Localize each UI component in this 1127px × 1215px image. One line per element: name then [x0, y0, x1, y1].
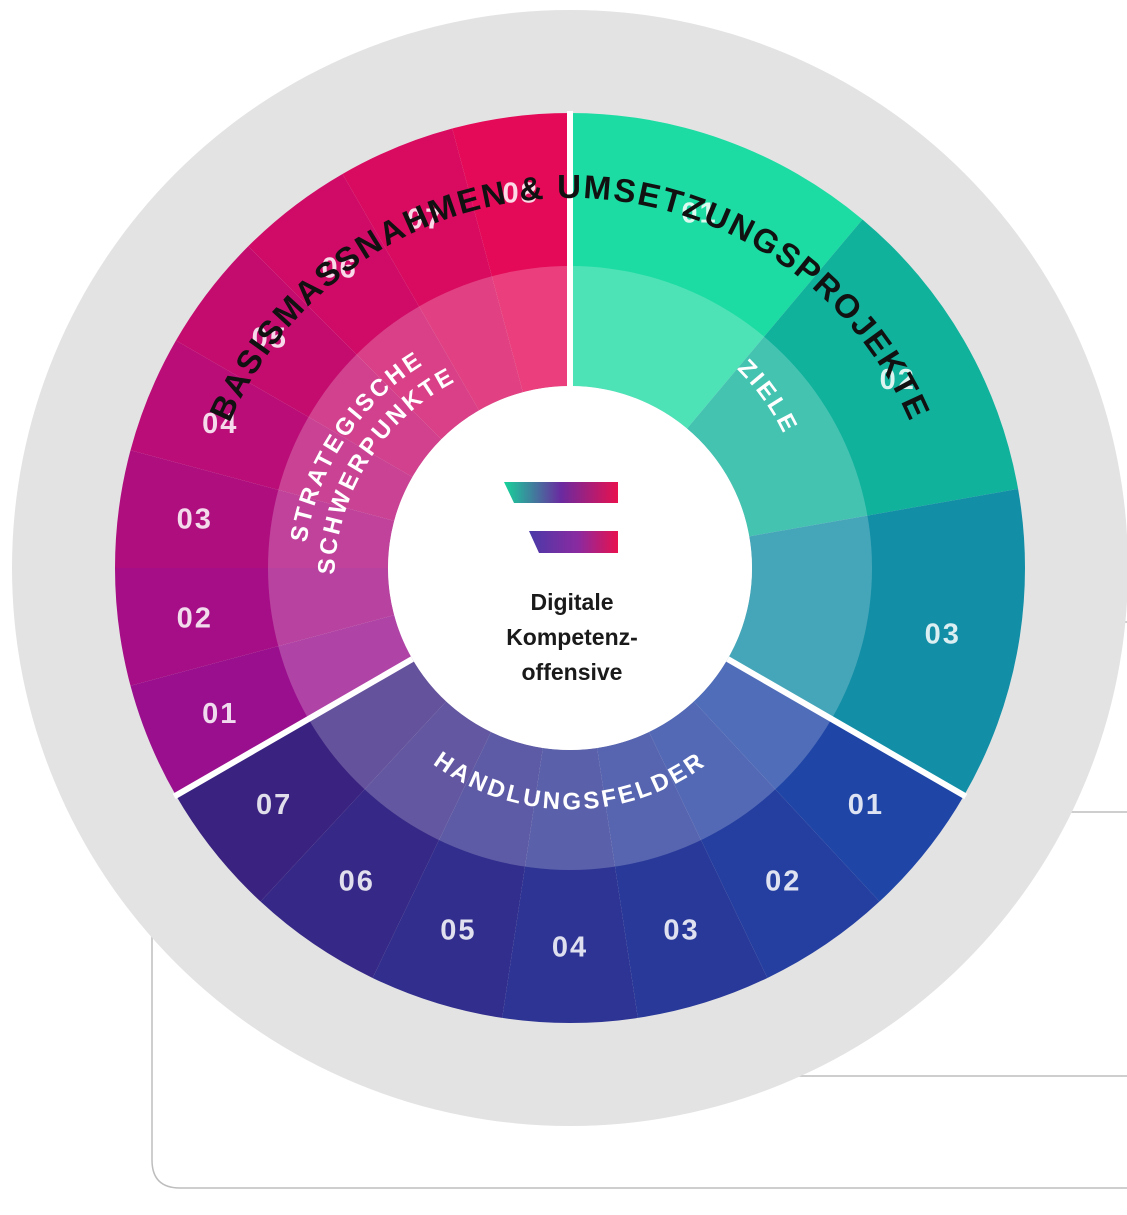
handlungsfelder-segment-01 [693, 659, 965, 902]
handlungsfelder-segment-05 [372, 731, 543, 1018]
ziele-number-03: 03 [925, 619, 961, 651]
strategische_schwerpunkte-number-01: 01 [202, 698, 238, 730]
strategische_schwerpunkte-segment-06 [248, 173, 479, 440]
ziele-number-02: 02 [880, 364, 916, 396]
handlungsfelder-segment-04 [502, 747, 638, 1024]
ziele-segment-01 [570, 113, 863, 429]
handlungsfelder-segment-03 [597, 731, 768, 1018]
handlungsfelder-number-01: 01 [848, 789, 884, 821]
center-circle [388, 386, 752, 750]
handlungsfelder-inner-band [308, 659, 832, 870]
strategische_schwerpunkte-segment-05 [175, 246, 442, 477]
strategische_schwerpunkte-number-05: 05 [252, 323, 288, 355]
handlungsfelder-segment-07 [175, 659, 447, 902]
strategische_schwerpunkte-segment-08 [452, 113, 570, 393]
handlungsfelder-number-04: 04 [552, 932, 588, 964]
center-title-line2: Kompetenz- [506, 624, 638, 650]
strategische_schwerpunkte-number-02: 02 [177, 602, 213, 634]
strategische_schwerpunkte-segment-04 [130, 340, 413, 521]
section-dividers [172, 111, 968, 800]
center-title-line1: Digitale [530, 589, 613, 615]
handlungsfelder-number-05: 05 [440, 915, 476, 947]
section-divider-3 [172, 656, 414, 800]
strategische_schwerpunkte-segment-07 [342, 128, 523, 411]
ziele-number-01: 01 [681, 197, 717, 229]
strategische_schwerpunkte-inner-band [268, 266, 570, 719]
handlungsfelder-number-02: 02 [765, 866, 801, 898]
ziele-segment-02 [686, 219, 1019, 537]
segment-numbers: 01 02 03 01 02 03 04 05 06 07 01 02 03 04 05 06 07 08 [177, 178, 961, 964]
center-title-line3: offensive [522, 659, 623, 685]
handlungsfelder-number-03: 03 [663, 915, 699, 947]
logo-icon [504, 482, 618, 553]
strategische_schwerpunkte-segment-03 [115, 450, 395, 568]
strategische_schwerpunkte-number-06: 06 [321, 253, 357, 285]
inner-ring-layer [268, 266, 872, 870]
ziele-inner-band [570, 266, 872, 719]
strategische_schwerpunkte-number-04: 04 [202, 408, 238, 440]
handlungsfelder-number-07: 07 [256, 789, 292, 821]
handlungsfelder-number-06: 06 [339, 866, 375, 898]
ziele-segment-03 [727, 488, 1026, 796]
section-divider-2 [726, 656, 968, 800]
strategische_schwerpunkte-segment-01 [130, 615, 413, 796]
connector-line-schwerpunkte [151, 740, 1127, 1189]
handlungsfelder-segment-06 [260, 701, 492, 978]
strategische_schwerpunkte-segment-02 [115, 568, 395, 686]
strategische_schwerpunkte-number-07: 07 [407, 203, 443, 235]
segments-layer [115, 113, 1026, 1024]
strategische_schwerpunkte-number-08: 08 [502, 178, 538, 210]
handlungsfelder-segment-02 [648, 701, 880, 978]
strategische_schwerpunkte-number-03: 03 [177, 504, 213, 536]
